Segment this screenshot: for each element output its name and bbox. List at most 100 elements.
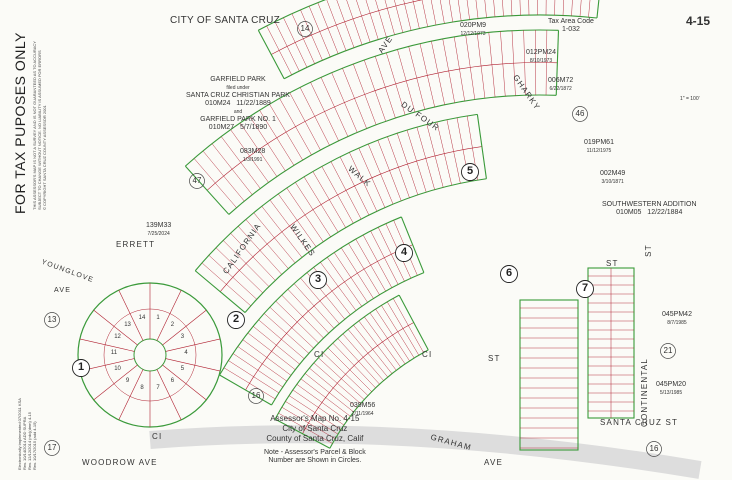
lot-line — [342, 333, 384, 381]
block-boundary — [283, 14, 598, 80]
lot-line — [230, 129, 269, 183]
lot-line — [348, 243, 380, 295]
circle-lot-number: 6 — [170, 378, 175, 385]
lot-line — [377, 140, 402, 201]
circle-lot-number: 9 — [125, 378, 130, 385]
lot-line — [419, 43, 435, 108]
lot-line — [430, 0, 437, 26]
lot-line — [292, 389, 345, 426]
lot-line — [269, 104, 303, 161]
lot-line — [259, 110, 295, 166]
street-woodrow-ave: WOODROW AVE — [82, 458, 158, 467]
lot-line — [523, 30, 526, 96]
lot-line — [555, 30, 560, 96]
lot-line — [219, 374, 272, 406]
circle-lot-number: 14 — [138, 314, 146, 321]
lot-line — [334, 252, 368, 303]
lot-line — [300, 9, 323, 61]
lot-line — [293, 283, 335, 329]
lot-line — [412, 0, 420, 29]
lot-line — [347, 329, 388, 378]
lot-line — [384, 0, 395, 35]
lot-line — [363, 59, 386, 122]
lot-line — [266, 25, 292, 75]
lot-line — [353, 63, 377, 125]
lot-line — [545, 0, 547, 16]
lot-line — [279, 98, 312, 156]
street-continental: CONTINENTAL — [640, 357, 650, 428]
lot-line — [193, 158, 237, 208]
lot-line — [397, 49, 416, 113]
lot-line — [346, 0, 363, 45]
lot-line — [312, 171, 346, 228]
lot-line — [408, 46, 426, 110]
lot-line — [308, 6, 331, 58]
lot-line — [275, 300, 319, 344]
map-number: 4-15 — [686, 14, 711, 28]
lot-line — [223, 367, 276, 400]
lot-line — [232, 353, 283, 388]
lot-line — [477, 33, 486, 99]
lot-line — [332, 342, 376, 389]
lot-line — [466, 0, 470, 20]
street-band — [149, 425, 702, 479]
lot-line — [421, 0, 428, 27]
lot-line — [562, 0, 564, 16]
block-boundary — [228, 94, 557, 215]
lot-line — [511, 30, 516, 96]
street-errett: ERRETT — [116, 240, 156, 249]
circle-lot-number: 7 — [156, 385, 160, 392]
lot-line — [588, 0, 591, 18]
lot-line — [327, 347, 372, 392]
lot-line — [309, 367, 358, 408]
lot-line — [364, 316, 401, 368]
lot-line — [448, 0, 453, 23]
lot-line — [381, 305, 415, 359]
lot-line — [535, 30, 537, 96]
lot-line — [365, 0, 379, 40]
lot-line — [237, 226, 282, 275]
lot-line — [356, 0, 371, 43]
lot-line — [370, 230, 399, 285]
lot-line — [283, 17, 308, 68]
lot-line — [510, 0, 513, 16]
circle-subdivision — [77, 282, 223, 428]
lot-line — [296, 384, 348, 421]
lot-line — [201, 262, 251, 307]
lot-line — [278, 193, 317, 247]
lot-line — [358, 320, 397, 371]
lot-line — [327, 257, 362, 307]
lot-line — [355, 239, 386, 292]
lot-line — [257, 29, 285, 80]
lot-line — [453, 36, 465, 102]
lot-line — [336, 0, 355, 48]
street-st-right: ST — [606, 259, 619, 268]
lot-line — [245, 244, 413, 391]
lot-line — [303, 176, 339, 233]
southwestern-addition-note: SOUTHWESTERN ADDITION 010M05 12/22/1884 — [602, 201, 697, 216]
lot-line — [321, 166, 354, 224]
lot-line — [400, 216, 425, 273]
lot-line — [439, 0, 445, 24]
lot-line — [545, 30, 548, 96]
circle-lot-line — [118, 369, 144, 420]
lot-line — [387, 136, 410, 198]
circle-lot-line — [93, 364, 138, 401]
street-st-mid: ST — [488, 354, 501, 363]
lot-line — [331, 72, 358, 133]
lot-line — [457, 0, 462, 21]
lot-line — [310, 82, 339, 141]
lot-line — [362, 234, 393, 288]
garfield-park-note: GARFIELD PARK filed under SANTA CRUZ CHR… — [186, 76, 290, 131]
lot-line — [519, 0, 521, 16]
lot-line — [263, 313, 310, 354]
lot-line — [313, 362, 361, 404]
lot-line — [253, 212, 296, 264]
lot-line — [317, 2, 339, 54]
